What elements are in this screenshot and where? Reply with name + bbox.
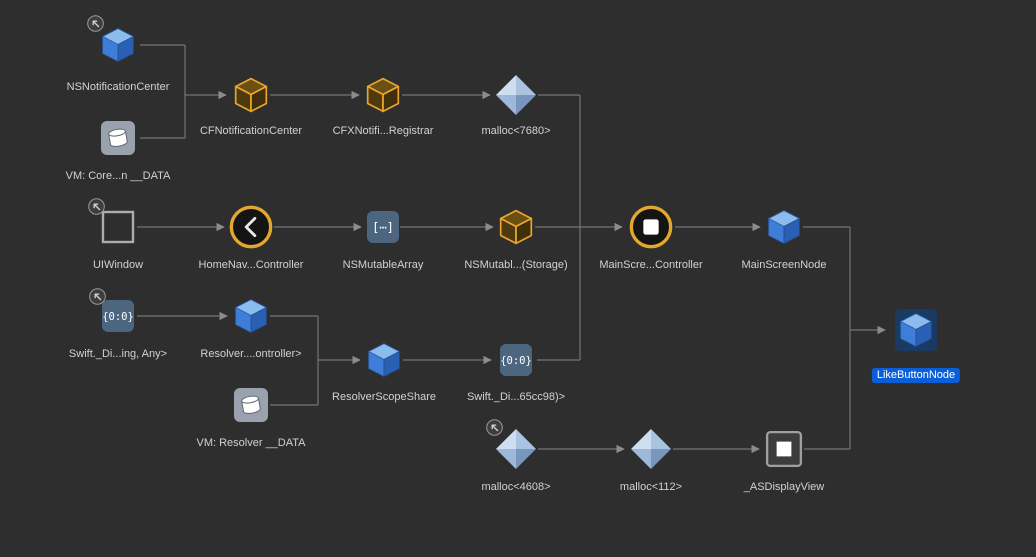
root-reference-badge-icon <box>87 15 104 32</box>
node-swift-dictionary-any[interactable] <box>101 299 135 333</box>
node-label: malloc<7680> <box>481 125 551 137</box>
node-label: MainScre...Controller <box>599 259 703 271</box>
root-reference-badge-icon <box>486 419 503 436</box>
node-nsmutablearray-storage[interactable] <box>497 208 535 246</box>
node-label: NSNotificationCenter <box>66 81 170 93</box>
class-cube-icon <box>897 311 935 349</box>
node-label: CFXNotifi...Registrar <box>332 125 434 137</box>
edge-mainscreennode-asdisplay-junction <box>803 226 851 450</box>
node-label: NSMutableArray <box>342 259 424 271</box>
node-malloc-7680[interactable] <box>494 73 538 117</box>
node-mainscreennode[interactable] <box>765 208 803 246</box>
cf-object-cube-icon <box>497 208 535 246</box>
malloc-diamond-icon <box>494 73 538 117</box>
node-label: VM: Resolver __DATA <box>196 437 306 449</box>
dictionary-icon <box>499 343 533 377</box>
class-cube-icon <box>232 297 270 335</box>
class-cube-icon <box>99 26 137 64</box>
node-label: ResolverScopeShare <box>332 391 436 403</box>
root-reference-badge-icon <box>89 288 106 305</box>
node-label: CFNotificationCenter <box>199 125 303 137</box>
class-cube-icon <box>365 341 403 379</box>
node-vm-resolver-data[interactable] <box>233 387 269 423</box>
node-resolver-controller[interactable] <box>232 297 270 335</box>
node-likebuttonnode[interactable] <box>895 309 937 351</box>
class-cube-icon <box>765 208 803 246</box>
node-malloc-4608[interactable] <box>494 427 538 471</box>
node-resolverscopeshare[interactable] <box>365 341 403 379</box>
window-icon <box>100 209 136 245</box>
node-malloc-112[interactable] <box>629 427 673 471</box>
node-label: malloc<4608> <box>481 481 551 493</box>
node-mainscreen-controller[interactable] <box>628 204 674 250</box>
edge-nsnotification-vmcore-junction <box>140 44 186 139</box>
cf-object-cube-icon <box>232 76 270 114</box>
node-nsnotificationcenter[interactable] <box>99 26 137 64</box>
vm-region-icon <box>233 387 269 423</box>
node-label: _ASDisplayView <box>743 481 825 493</box>
display-view-icon <box>765 430 803 468</box>
navigation-controller-icon <box>228 204 274 250</box>
view-controller-icon <box>628 204 674 250</box>
node-label-selected: LikeButtonNode <box>871 368 961 383</box>
node-label: UIWindow <box>92 259 144 271</box>
node-cfxnotification-registrar[interactable] <box>364 76 402 114</box>
vm-region-icon <box>100 120 136 156</box>
node-vm-core-data[interactable] <box>100 120 136 156</box>
node-label: malloc<112> <box>619 481 683 493</box>
node-label: VM: Core...n __DATA <box>65 170 171 182</box>
node-cfnotificationcenter[interactable] <box>232 76 270 114</box>
array-icon <box>366 210 400 244</box>
node-swift-dictionary-65cc98[interactable] <box>499 343 533 377</box>
cf-object-cube-icon <box>364 76 402 114</box>
node-label: MainScreenNode <box>741 259 827 271</box>
node-label: HomeNav...Controller <box>198 259 304 271</box>
node-label: Swift._Di...65cc98)> <box>466 391 566 403</box>
node-homenav-controller[interactable] <box>228 204 274 250</box>
node-label: Swift._Di...ing, Any> <box>68 348 168 360</box>
node-label: Resolver....ontroller> <box>200 348 302 360</box>
dictionary-icon <box>101 299 135 333</box>
node-asdisplayview[interactable] <box>765 430 803 468</box>
node-nsmutablearray[interactable] <box>366 210 400 244</box>
root-reference-badge-icon <box>88 198 105 215</box>
malloc-diamond-icon <box>629 427 673 471</box>
node-label: NSMutabl...(Storage) <box>464 259 568 271</box>
node-uiwindow[interactable] <box>100 209 136 245</box>
